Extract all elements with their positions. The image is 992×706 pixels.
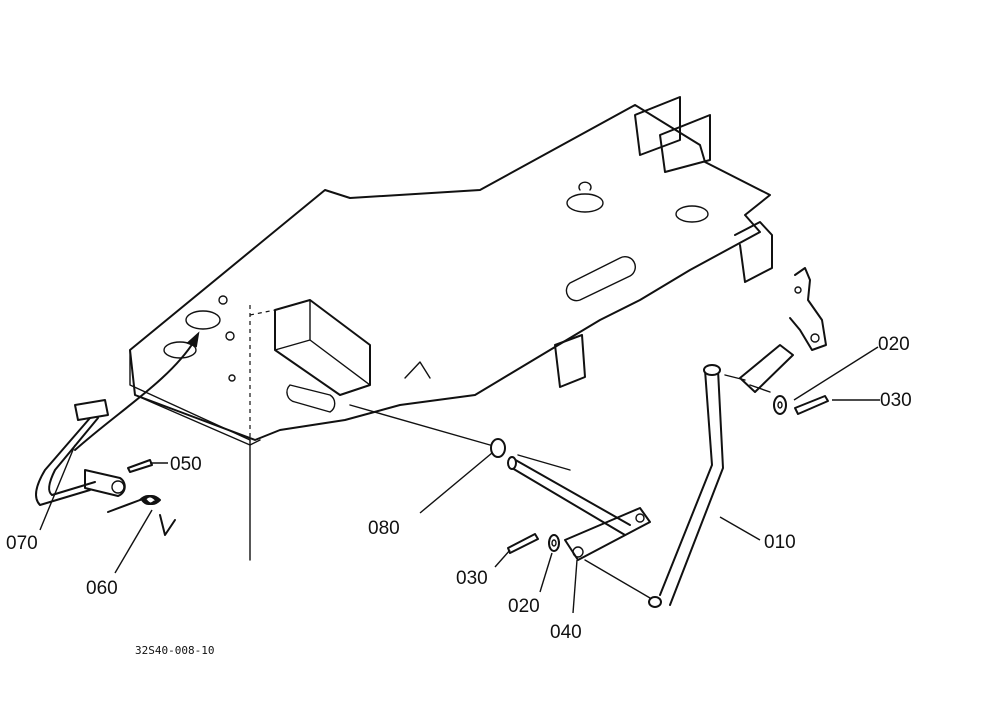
pin-050: [127, 459, 153, 473]
part-labels: 010 020 030 030 020 040 050 060 070 080 …: [6, 334, 912, 657]
label-030-lower: 030: [456, 568, 488, 589]
shaft-080: [349, 404, 631, 536]
label-010: 010: [764, 532, 796, 553]
floor-plate: [129, 96, 773, 561]
pedal-070: [35, 399, 126, 506]
washer-020-lower: [548, 534, 560, 552]
bracket-upper: [739, 267, 827, 393]
drawing-code: 32S40-008-10: [135, 644, 214, 657]
rod-010: [584, 364, 746, 608]
label-020-lower: 020: [508, 596, 540, 617]
washer-020-upper: [773, 395, 787, 415]
label-070: 070: [6, 533, 38, 554]
label-060: 060: [86, 578, 118, 599]
cotter-pin-030-upper: [794, 395, 829, 415]
label-050: 050: [170, 454, 202, 475]
label-080: 080: [368, 518, 400, 539]
assembly-arrow: [74, 331, 200, 451]
spring-060: [107, 495, 176, 536]
leader-lines: [39, 346, 880, 614]
label-040: 040: [550, 622, 582, 643]
label-020-upper: 020: [878, 334, 910, 355]
lever-040: [564, 507, 651, 561]
cotter-pin-030-lower: [507, 533, 539, 554]
label-030-upper: 030: [880, 390, 912, 411]
